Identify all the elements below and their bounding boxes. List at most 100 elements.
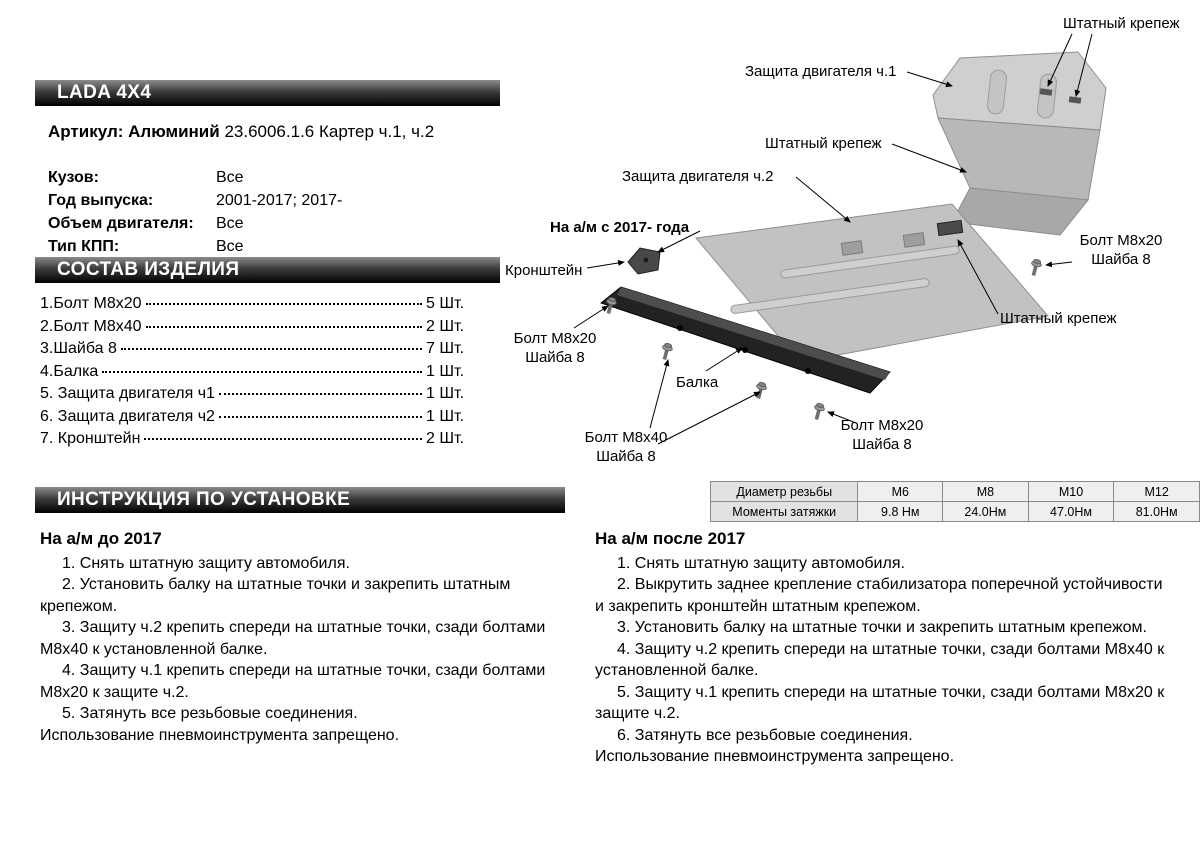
part-qty: 7 Шт. (426, 340, 465, 357)
column-header: Моменты затяжки (709, 501, 859, 522)
spec-label: Год выпуска: (48, 192, 154, 209)
spec-row-body: Кузов: Все (48, 166, 342, 189)
dot-leader (120, 348, 422, 350)
dot-leader (144, 438, 422, 440)
instruction-step: 3. Установить балку на штатные точки и з… (617, 619, 1147, 636)
diagram-label-bolt-m8x40: Болт М8х40 Шайба 8 (584, 429, 668, 465)
list-item: 3.Шайба 8 7 Шт. (40, 338, 478, 361)
table-row: Моменты затяжки 9.8 Нм 24.0Нм 47.0Нм 81.… (709, 501, 1200, 522)
installation-bar: ИНСТРУКЦИЯ ПО УСТАНОВКЕ (35, 487, 565, 513)
spec-row-year: Год выпуска: 2001-2017; 2017- (48, 189, 342, 212)
part-qty: 2 Шт. (426, 430, 465, 447)
diagram-label-factory-fastener-top: Штатный крепеж (1063, 15, 1180, 32)
part-qty: 1 Шт. (426, 362, 465, 380)
dot-leader (145, 325, 422, 328)
instruction-step: 2. Выкрутить заднее крепление стабилизат… (595, 576, 1163, 615)
torque-table: Диаметр резьбы М6 М8 М10 М12 Моменты зат… (709, 481, 1200, 522)
spec-table: Кузов: Все Год выпуска: 2001-2017; 2017-… (48, 166, 342, 258)
diagram-label-bracket: Кронштейн (505, 262, 583, 279)
parts-list: 1.Болт М8х20 5 Шт. 2.Болт М8х40 2 Шт. 3.… (40, 293, 478, 451)
list-item: 5. Защита двигателя ч1 1 Шт. (40, 383, 478, 406)
dot-leader (102, 370, 422, 373)
table-cell: М6 (857, 481, 944, 502)
bolt-icon (1031, 258, 1042, 276)
part-qty: 2 Шт. (426, 317, 465, 335)
instruction-step: 1. Снять штатную защиту автомобиля. (617, 554, 905, 572)
spec-label: Объем двигателя: (48, 215, 194, 232)
part-name: 7. Кронштейн (40, 430, 141, 447)
instruction-step: 1. Снять штатную защиту автомобиля. (62, 554, 350, 572)
dot-leader (145, 303, 422, 305)
spec-value: 2001-2017; 2017- (216, 192, 343, 209)
part-name: 5. Защита двигателя ч1 (40, 385, 215, 402)
factory-clip (936, 219, 964, 237)
spec-label: Кузов: (48, 169, 99, 186)
dot-leader (218, 415, 422, 418)
part-qty: 1 Шт. (426, 407, 465, 425)
article-label: Артикул: Алюминий (48, 122, 220, 141)
table-row: Диаметр резьбы М6 М8 М10 М12 (709, 481, 1200, 502)
plate-part1 (932, 51, 1107, 236)
instruction-note: Использование пневмоинструмента запрещен… (595, 748, 955, 765)
diagram-label-factory-fastener-mid: Штатный крепеж (765, 135, 882, 152)
list-item: 7. Кронштейн 2 Шт. (40, 428, 478, 451)
dot-leader (218, 393, 422, 395)
article-value: 23.6006.1.6 Картер ч.1, ч.2 (224, 122, 435, 141)
product-diagram (573, 33, 1107, 445)
list-item: 1.Болт М8х20 5 Шт. (40, 293, 478, 316)
brand-title: LADA 4X4 (57, 82, 152, 103)
brand-bar: LADA 4X4 (35, 80, 500, 106)
diagram-label-bolt-m8x20-left: Болт М8х20 Шайба 8 (513, 330, 597, 366)
spec-value: Все (216, 169, 244, 186)
spec-value: Все (216, 238, 244, 255)
table-cell: 81.0Нм (1113, 501, 1200, 522)
instructions-right-heading: На а/м после 2017 (595, 529, 746, 548)
diagram-label-beam: Балка (676, 374, 719, 391)
diagram-label-since-2017: На а/м с 2017- года (550, 219, 690, 236)
table-cell: М8 (942, 481, 1029, 502)
factory-clip (1068, 96, 1082, 104)
bolt-icon (756, 381, 767, 399)
bracket (627, 247, 661, 275)
beam (599, 286, 891, 394)
part-name: 1.Болт М8х20 (40, 295, 142, 312)
instructions-before-2017: На а/м до 2017 1. Снять штатную защиту а… (40, 528, 552, 746)
part-qty: 1 Шт. (426, 385, 465, 402)
table-cell: 24.0Нм (942, 501, 1029, 522)
composition-bar: СОСТАВ ИЗДЕЛИЯ (35, 257, 500, 283)
instructions-left-heading: На а/м до 2017 (40, 529, 162, 548)
spec-label: Тип КПП: (48, 238, 120, 255)
diagram-label-factory-fastener-right: Штатный крепеж (1000, 310, 1117, 327)
instructions-after-2017: На а/м после 2017 1. Снять штатную защит… (595, 528, 1175, 768)
list-item: 6. Защита двигателя ч2 1 Шт. (40, 406, 478, 429)
bolt-icon (814, 402, 825, 420)
table-cell: 9.8 Нм (857, 501, 944, 522)
instruction-note: Использование пневмоинструмента запрещен… (40, 726, 400, 744)
article-line: Артикул: Алюминий 23.6006.1.6 Картер ч.1… (48, 122, 434, 142)
instruction-step: 5. Защиту ч.1 крепить спереди на штатные… (595, 683, 1165, 723)
spec-value: Все (216, 215, 244, 232)
table-cell: М12 (1113, 481, 1200, 502)
diagram-label-bolt-m8x20-bottom: Болт М8х20 Шайба 8 (840, 417, 924, 453)
list-item: 2.Болт М8х40 2 Шт. (40, 316, 478, 339)
instruction-step: 3. Защиту ч.2 крепить спереди на штатные… (40, 619, 546, 658)
table-cell: М10 (1027, 481, 1115, 502)
part-qty: 5 Шт. (426, 295, 465, 312)
composition-title: СОСТАВ ИЗДЕЛИЯ (57, 259, 240, 280)
part-name: 4.Балка (40, 362, 99, 380)
column-header: Диаметр резьбы (709, 481, 859, 502)
instruction-step: 2. Установить балку на штатные точки и з… (40, 576, 511, 615)
list-item: 4.Балка 1 Шт. (40, 361, 478, 384)
spec-row-engine: Объем двигателя: Все (48, 212, 342, 235)
instruction-step: 6. Затянуть все резьбовые соединения. (617, 726, 913, 744)
part-name: 6. Защита двигателя ч2 (40, 407, 215, 425)
diagram-area: Штатный крепеж Защита двигателя ч.1 Штат… (500, 0, 1200, 480)
bolt-icon (662, 342, 673, 360)
instruction-step: 4. Защиту ч.2 крепить спереди на штатные… (595, 640, 1165, 680)
diagram-label-guard-part1: Защита двигателя ч.1 (745, 63, 897, 80)
installation-title: ИНСТРУКЦИЯ ПО УСТАНОВКЕ (57, 489, 351, 510)
diagram-label-bolt-m8x20-right: Болт М8х20 Шайба 8 (1079, 232, 1163, 268)
part-name: 2.Болт М8х40 (40, 317, 142, 335)
diagram-label-guard-part2: Защита двигателя ч.2 (622, 168, 774, 185)
spec-row-gearbox: Тип КПП: Все (48, 235, 342, 258)
